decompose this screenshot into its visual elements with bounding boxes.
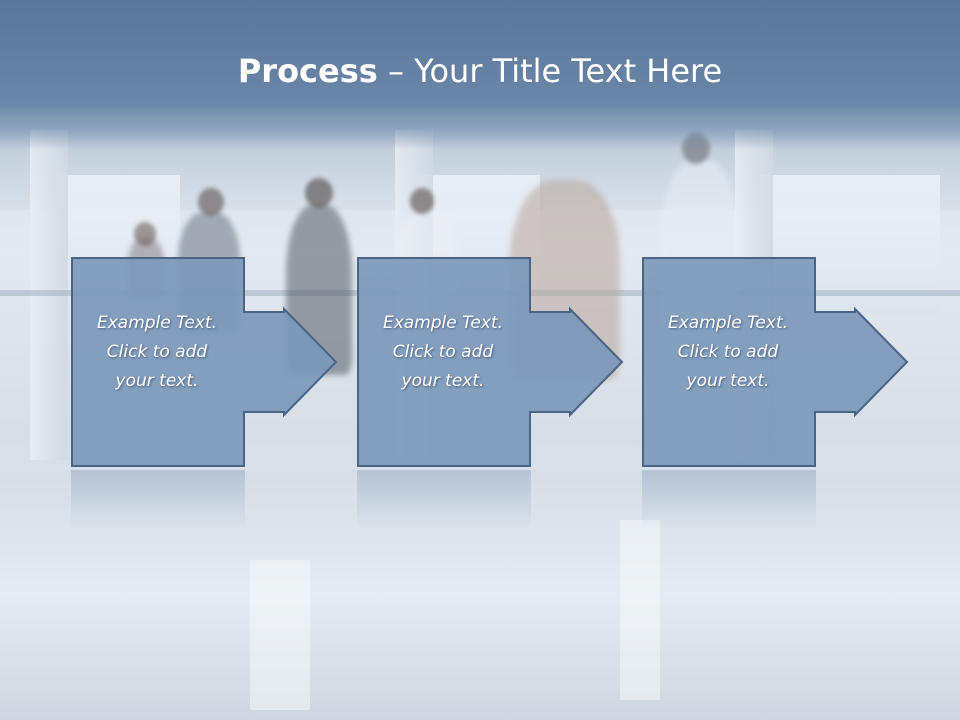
background-person <box>198 188 224 216</box>
step-reflection <box>357 470 531 530</box>
slide-title[interactable]: Process – Your Title Text Here <box>0 52 960 90</box>
background-person <box>410 188 434 214</box>
step-text[interactable]: Example Text. Click to add your text. <box>357 309 529 396</box>
background-person <box>134 222 156 246</box>
step-text[interactable]: Example Text. Click to add your text. <box>71 309 243 396</box>
background-floor <box>0 470 960 720</box>
step-reflection <box>642 470 816 530</box>
process-step-3[interactable]: Example Text. Click to add your text. <box>642 257 909 467</box>
step-text-line: your text. <box>686 371 770 391</box>
step-reflection <box>71 470 245 530</box>
step-text-line: Click to add <box>677 342 779 362</box>
step-text-line: Example Text. <box>96 313 218 333</box>
floor-reflection <box>620 520 660 700</box>
process-step-1[interactable]: Example Text. Click to add your text. <box>71 257 338 467</box>
floor-reflection <box>250 560 310 710</box>
step-text-line: Click to add <box>106 342 208 362</box>
step-text-line: your text. <box>115 371 199 391</box>
arrow-box-shape <box>642 257 909 467</box>
process-step-2[interactable]: Example Text. Click to add your text. <box>357 257 624 467</box>
step-text[interactable]: Example Text. Click to add your text. <box>642 309 814 396</box>
title-text: – Your Title Text Here <box>377 52 723 90</box>
background-person <box>305 178 333 208</box>
title-bar <box>0 0 960 150</box>
step-text-line: Example Text. <box>667 313 789 333</box>
step-text-line: Click to add <box>392 342 494 362</box>
step-text-line: Example Text. <box>382 313 504 333</box>
title-bold-text: Process <box>237 52 378 90</box>
arrow-box-shape <box>357 257 624 467</box>
step-text-line: your text. <box>401 371 485 391</box>
arrow-box-shape <box>71 257 338 467</box>
